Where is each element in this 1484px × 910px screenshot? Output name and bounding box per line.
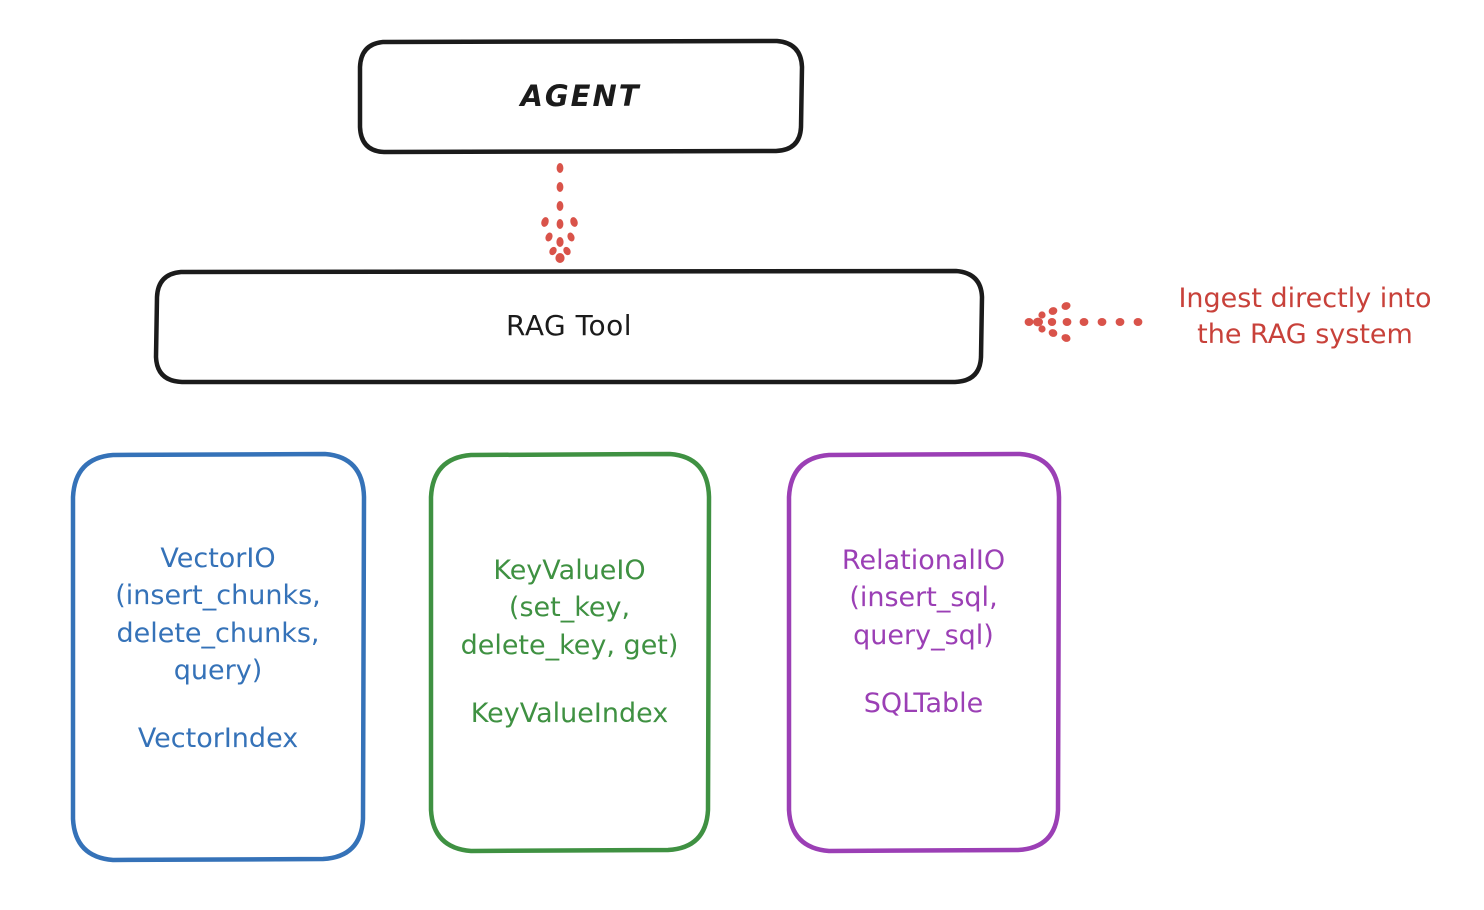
connector-ingest-to-rag-tool	[1024, 302, 1143, 342]
vector-io-text-block: VectorIO (insert_chunks, delete_chunks, …	[69, 540, 367, 754]
relational-io-text-block: RelationalIO (insert_sql, query_sql) SQL…	[785, 542, 1062, 719]
key-value-io-text-block: KeyValueIO (set_key, delete_key, get) Ke…	[427, 552, 712, 729]
node-key-value-io-secondary-label: KeyValueIndex	[470, 697, 669, 729]
node-rag-tool-label: RAG Tool	[506, 309, 632, 343]
node-key-value-io-label: KeyValueIO (set_key, delete_key, get)	[460, 555, 679, 661]
node-rag-tool[interactable]: RAG Tool	[153, 268, 985, 385]
node-relational-io-secondary-label: SQLTable	[863, 687, 984, 719]
node-vector-io[interactable]: VectorIO (insert_chunks, delete_chunks, …	[69, 451, 367, 863]
node-relational-io[interactable]: RelationalIO (insert_sql, query_sql) SQL…	[785, 451, 1062, 854]
node-agent[interactable]: AGENT	[357, 38, 805, 155]
annotation-ingest-directly: Ingest directly into the RAG system	[1178, 283, 1432, 350]
node-vector-io-secondary-label: VectorIndex	[137, 723, 299, 754]
node-key-value-io[interactable]: KeyValueIO (set_key, delete_key, get) Ke…	[427, 451, 712, 854]
node-agent-label: AGENT	[520, 79, 641, 114]
connector-agent-to-rag-tool	[541, 163, 578, 263]
node-relational-io-label: RelationalIO (insert_sql, query_sql)	[841, 545, 1006, 651]
node-vector-io-label: VectorIO (insert_chunks, delete_chunks, …	[115, 543, 321, 686]
